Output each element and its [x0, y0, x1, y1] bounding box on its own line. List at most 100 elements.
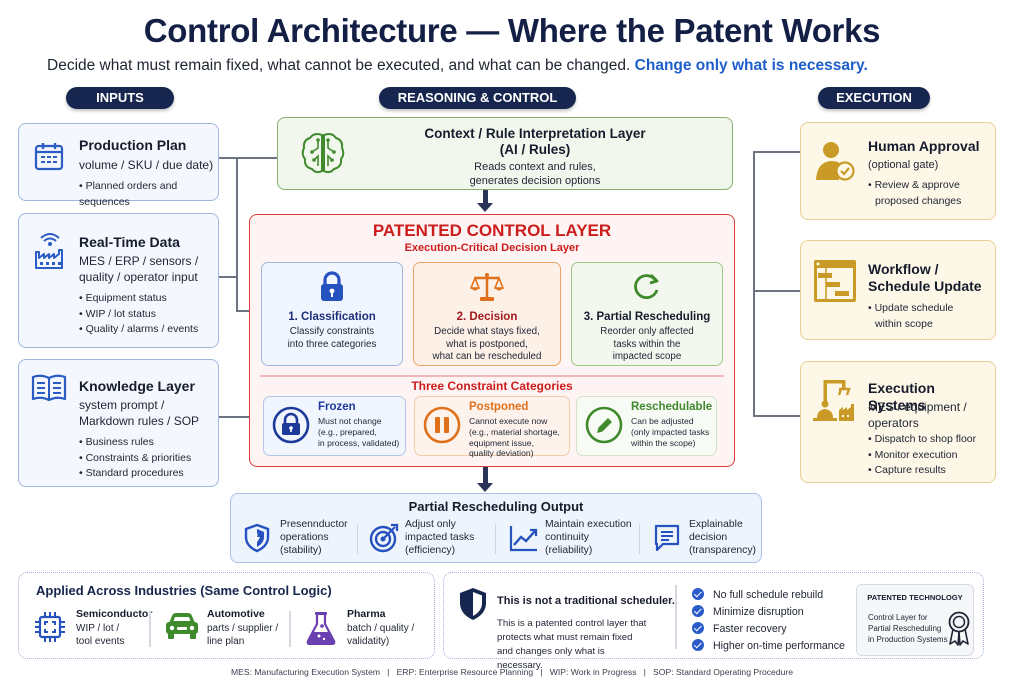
robot-arm-icon [813, 380, 854, 421]
connector-line [753, 151, 800, 153]
desc-line: Can be adjusted [631, 416, 694, 426]
bullet-item-continued: within scope [875, 317, 933, 330]
check-circle-icon [692, 605, 704, 618]
desc-line: Reads context and rules, [474, 161, 596, 173]
industry-desc: WIP / lot / tool events [76, 622, 124, 648]
step-desc: Reorder only affected tasks within the i… [572, 326, 722, 364]
industry-title: Automotive [207, 608, 265, 620]
desc-line: Reorder only affected [600, 326, 694, 337]
check-text: Minimize disruption [713, 606, 804, 618]
output-divider [639, 524, 640, 554]
input-card-knowledge-layer: Knowledge Layer system prompt / Markdown… [18, 359, 219, 487]
bullet-item-continued: proposed changes [875, 194, 962, 207]
desc-line: equipment issue, [469, 437, 534, 448]
benefits-checklist: No full schedule rebuild Minimize disrup… [692, 588, 845, 656]
card-title: Human Approval [868, 138, 980, 154]
text-line: Explainable [689, 519, 743, 530]
reasoning-column-label: REASONING & CONTROL [379, 87, 576, 109]
check-text: Faster recovery [713, 623, 787, 635]
check-circle-icon [692, 639, 704, 652]
output-item-text: Explainable decision (transparency) [689, 518, 756, 557]
control-layer-title: PATENTED CONTROL LAYER [372, 221, 612, 240]
execution-card-workflow: Workflow / Schedule Update Update schedu… [800, 240, 996, 340]
chip-icon [35, 612, 65, 642]
category-desc: Cannot execute now (e.g., material short… [469, 416, 560, 459]
step-desc: Decide what stays fixed, what is postpon… [414, 326, 560, 364]
category-title: Postponed [469, 401, 529, 413]
gantt-icon [814, 260, 856, 302]
text-line: (efficiency) [405, 545, 456, 556]
input-card-production-plan: Production Plan volume / SKU / due date)… [18, 123, 219, 208]
check-text: Higher on-time performance [713, 640, 845, 652]
card-subtitle: volume / SKU / due date) [79, 158, 214, 172]
desc-line: what can be rescheduled [432, 351, 542, 362]
subtitle-text: Decide what must remain fixed, what cann… [47, 57, 631, 74]
category-title: Reschedulable [631, 401, 713, 413]
industry-desc: parts / supplier / line plan [207, 622, 278, 648]
desc-line: line plan [207, 636, 245, 647]
flow-arrow-down-icon [477, 203, 493, 212]
check-item: Higher on-time performance [692, 639, 845, 656]
subtitle-line: system prompt / [79, 398, 165, 412]
pause-circle-icon [423, 406, 461, 444]
bullet-item: Business rules [79, 435, 191, 451]
card-bullets: Update schedule within scope [868, 301, 954, 332]
category-reschedulable: Reschedulable Can be adjusted (only impa… [576, 396, 717, 456]
user-check-icon [816, 142, 855, 181]
category-desc: Can be adjusted (only impacted tasks wit… [631, 416, 709, 448]
car-icon [166, 613, 198, 639]
check-item: Faster recovery [692, 622, 845, 639]
message-icon [654, 524, 680, 552]
industry-pharma: Pharma batch / quality / validatity) [305, 608, 425, 650]
patented-control-layer: PATENTED CONTROL LAYER Execution-Critica… [249, 214, 735, 467]
step-partial-rescheduling: 3. Partial Rescheduling Reorder only aff… [571, 262, 723, 366]
context-layer-desc: Reads context and rules, generates decis… [338, 160, 732, 188]
desc-line: impacted scope [612, 351, 682, 362]
flow-arrow-down-icon [477, 483, 493, 492]
category-frozen: Frozen Must not change (e.g., prepared, … [263, 396, 406, 456]
desc-line: tasks within the [613, 338, 681, 350]
desc-line: generates decision options [469, 175, 601, 187]
patent-box-title: PATENTED TECHNOLOGY [867, 593, 963, 602]
lock-circle-icon [272, 406, 310, 444]
step-classification: 1. Classification Classify constraints i… [261, 262, 403, 366]
subtitle-highlight: Change only what is necessary. [634, 57, 868, 74]
subtitle-line: MES / ERP / sensors / [79, 254, 199, 268]
output-item-text: Adjust only impacted tasks (efficiency) [405, 518, 474, 557]
text-line: operations [280, 532, 329, 543]
card-bullets: Planned orders and sequences [79, 179, 218, 210]
context-interpretation-layer: Context / Rule Interpretation Layer (AI … [277, 117, 733, 190]
panel-divider [675, 585, 677, 649]
desc-line: Decide what stays fixed, [434, 326, 540, 337]
desc-line: within the scope) [631, 437, 696, 448]
desc-line: Must not change [318, 416, 382, 426]
output-item-text: Maintain execution continuity (reliabili… [545, 518, 632, 557]
check-circle-icon [692, 622, 704, 635]
book-icon [31, 374, 67, 402]
category-postponed: Postponed Cannot execute now (e.g., mate… [414, 396, 570, 459]
patented-technology-box: PATENTED TECHNOLOGY Control Layer for Pa… [856, 584, 974, 656]
connector-line [236, 157, 238, 311]
check-item: No full schedule rebuild [692, 588, 845, 605]
output-divider [495, 524, 496, 554]
card-subtitle: (optional gate) [868, 159, 939, 171]
step-desc: Classify constraints into three categori… [262, 326, 402, 351]
category-desc: Must not change (e.g., prepared, in proc… [318, 416, 399, 448]
card-bullets: Dispatch to shop floor Monitor execution… [868, 432, 977, 479]
context-layer-title-2: (AI / Rules) [499, 142, 571, 157]
scales-icon [470, 273, 504, 301]
trend-chart-icon [509, 526, 538, 552]
flow-arrow-shaft [483, 190, 488, 204]
flow-arrow-shaft [483, 467, 488, 484]
brain-circuit-icon [301, 133, 345, 174]
subtitle-line: quality / operator input [79, 270, 198, 284]
text-line: Adjust only [405, 519, 456, 530]
not-traditional-panel: This is not a traditional scheduler. Thi… [443, 572, 984, 671]
card-title: Real-Time Data [79, 234, 180, 250]
bullet-item: Quality / alarms / events [79, 322, 199, 338]
card-subtitle: MES / equipment / operators [868, 399, 967, 431]
output-item-text: Presennductor operations (stability) [280, 518, 348, 557]
bullet-item: Update schedule [868, 301, 954, 317]
not-traditional-desc: This is a patented control layer that pr… [497, 618, 647, 671]
page-subtitle: Decide what must remain fixed, what cann… [47, 57, 868, 75]
